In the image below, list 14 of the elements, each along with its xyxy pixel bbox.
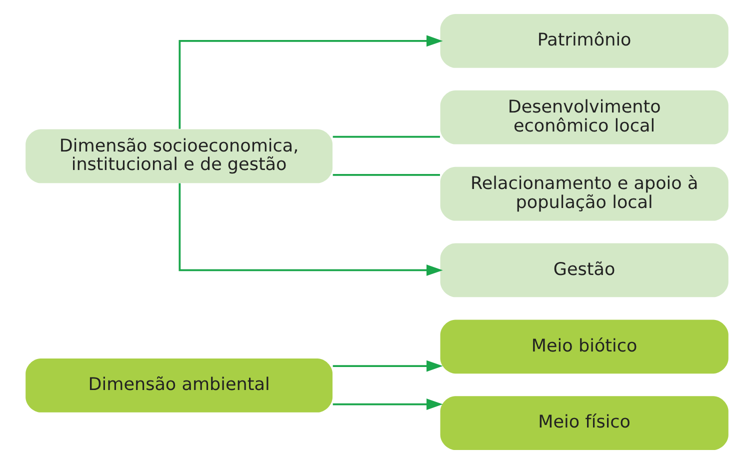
arrow <box>332 360 443 372</box>
node-box: Desenvolvimento econômico local <box>440 90 728 144</box>
arrow <box>178 34 443 128</box>
node-box: Patrimônio <box>440 14 728 68</box>
node-box: Dimensão ambiental <box>26 358 333 412</box>
connector <box>332 174 440 176</box>
node-box: Relacionamento e apoio à população local <box>440 166 728 220</box>
node-box: Gestão <box>440 242 728 297</box>
node-box: Meio biótico <box>440 319 728 374</box>
connector <box>332 135 440 138</box>
arrow <box>332 398 443 410</box>
node-box: Meio físico <box>440 396 728 450</box>
node-box: Dimensão socioeconomica, institucional e de gestão <box>26 128 333 183</box>
arrow <box>178 182 443 276</box>
